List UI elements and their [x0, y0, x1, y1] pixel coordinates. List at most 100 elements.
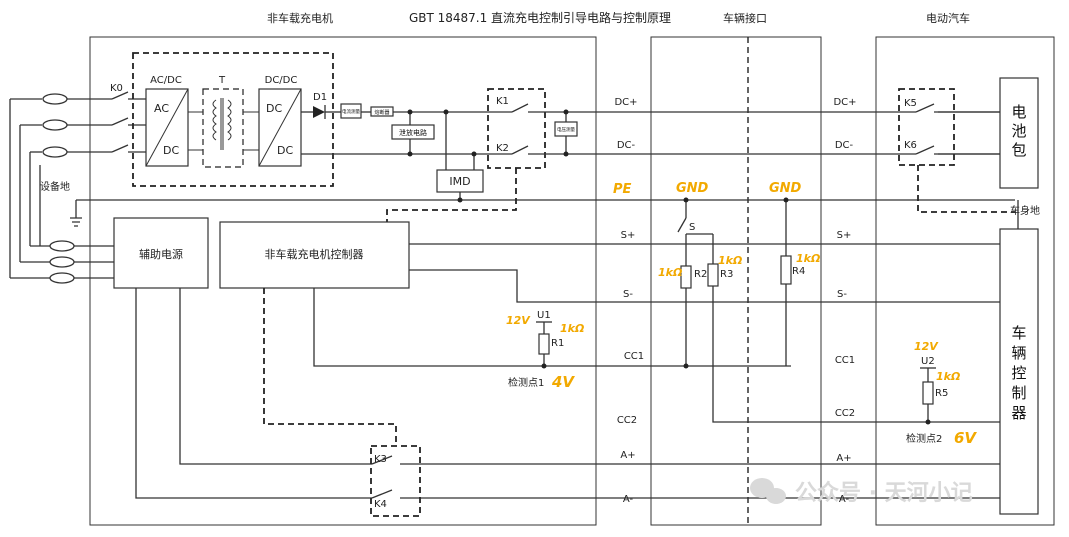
current-measure-text: 电流测量	[342, 108, 360, 115]
sm-label-left: S-	[623, 289, 633, 300]
r1-annotation: 1kΩ	[560, 322, 584, 335]
u2-label: U2	[921, 356, 935, 367]
wechat-icon	[750, 478, 786, 504]
watermark-text: 公众号 · 天河小记	[795, 481, 973, 506]
am-label-right: A-	[839, 494, 850, 505]
r3-annotation: 1kΩ	[718, 254, 742, 267]
ground-icon	[70, 200, 82, 227]
ap-label-left: A+	[620, 450, 635, 461]
diagram-title: GBT 18487.1 直流充电控制引导电路与控制原理	[409, 10, 671, 25]
transformer-label: T	[218, 75, 226, 86]
dcp-label-right: DC+	[833, 97, 856, 108]
dcp-label-left: DC+	[614, 97, 637, 108]
sp-label-left: S+	[621, 230, 636, 241]
cc2-label-left: CC2	[617, 415, 637, 426]
r2-annotation: 1kΩ	[658, 266, 682, 279]
sm-label-right: S-	[837, 289, 847, 300]
dcdc-dc2-text: DC	[277, 144, 293, 157]
acdc-dc-text: DC	[163, 144, 179, 157]
r5-resistor	[922, 381, 934, 405]
r4-resistor	[780, 255, 792, 285]
vehicle-frame	[875, 36, 1055, 526]
acdc-label: AC/DC	[150, 75, 182, 86]
vc-char-4: 制	[1011, 384, 1026, 402]
dcm-label-left: DC-	[617, 140, 636, 151]
k2-label: K2	[496, 143, 509, 154]
battery-char-3: 包	[1011, 141, 1026, 159]
r3-resistor	[707, 263, 719, 287]
cc1-detect-line	[313, 288, 686, 367]
section-interface: 车辆接口	[723, 11, 767, 25]
r4-annotation: 1kΩ	[796, 252, 820, 265]
ac-input	[9, 91, 146, 284]
vc-char-2: 辆	[1011, 344, 1026, 362]
transformer-frame	[202, 88, 244, 168]
k0-label: K0	[110, 83, 123, 94]
r4-label: R4	[792, 266, 805, 277]
dcdc-label: DC/DC	[265, 75, 298, 86]
k3-label: K3	[374, 454, 387, 465]
cc2-line	[712, 286, 1000, 423]
section-charger: 非车载充电机	[267, 11, 333, 25]
u1-voltage-annotation: 12V	[506, 314, 531, 327]
battery-char-2: 池	[1011, 122, 1026, 140]
acdc-ac-text: AC	[154, 102, 169, 115]
gnd-annotation-1: GND	[676, 181, 709, 196]
transformer-coils	[212, 98, 232, 150]
s-switch	[677, 217, 687, 233]
u1-label: U1	[537, 310, 551, 321]
interface-frame	[650, 36, 822, 526]
imd-text: IMD	[449, 175, 470, 188]
sp-label-right: S+	[837, 230, 852, 241]
k4-label: K4	[374, 499, 387, 510]
ap-label-right: A+	[836, 453, 851, 464]
aux-power-text: 辅助电源	[139, 247, 183, 261]
diode-icon	[313, 106, 325, 118]
battery-box	[999, 77, 1039, 189]
bleeder-text: 泄放电路	[399, 128, 427, 137]
detect1-voltage-annotation: 4V	[551, 373, 575, 391]
bleeder-box	[391, 124, 435, 140]
s-label: S	[689, 222, 695, 233]
charger-controller-text: 非车载充电机控制器	[265, 247, 364, 261]
r2-resistor	[680, 265, 692, 289]
fuse-text: 熔断器	[374, 109, 389, 116]
battery-char-1: 电	[1011, 103, 1026, 121]
k3-k4-control-link	[263, 288, 397, 446]
k5-k6-control-link	[917, 165, 1015, 213]
body-ground-label: 车身地	[1010, 204, 1040, 217]
r3-label: R3	[720, 269, 733, 280]
charger-frame	[89, 36, 597, 526]
cc1-label-left: CC1	[624, 351, 644, 362]
u2-voltage-annotation: 12V	[914, 340, 939, 353]
dcm-label-right: DC-	[835, 140, 854, 151]
k1-label: K1	[496, 96, 509, 107]
k5-k6-frame	[898, 88, 955, 166]
sm-line	[409, 269, 1000, 303]
gnd-annotation-2: GND	[769, 181, 802, 196]
vc-char-3: 控	[1011, 364, 1026, 382]
dcdc-dc1-text: DC	[266, 102, 282, 115]
vc-char-5: 器	[1011, 404, 1026, 422]
r1-resistor	[538, 333, 550, 355]
r5-label: R5	[935, 388, 948, 399]
detect2-voltage-annotation: 6V	[954, 429, 977, 447]
detect2-label: 检测点2	[906, 432, 942, 445]
pe-annotation: PE	[613, 182, 632, 197]
detect1-label: 检测点1	[508, 376, 544, 389]
equipment-ground-label: 设备地	[40, 180, 70, 193]
aux-power-box	[113, 217, 209, 289]
vc-char-1: 车	[1011, 324, 1026, 342]
section-vehicle: 电动汽车	[926, 11, 970, 25]
r5-annotation: 1kΩ	[936, 370, 960, 383]
power-module-frame	[132, 52, 334, 187]
voltage-measure-text: 电压测量	[557, 126, 575, 133]
k1-k2-control-link	[386, 168, 517, 222]
am-label-left: A-	[623, 494, 634, 505]
charger-controller-box	[219, 221, 410, 289]
cc2-label-right: CC2	[835, 408, 855, 419]
diode-label: D1	[313, 92, 327, 103]
vehicle-controller-box	[999, 228, 1039, 515]
r1-label: R1	[551, 338, 564, 349]
